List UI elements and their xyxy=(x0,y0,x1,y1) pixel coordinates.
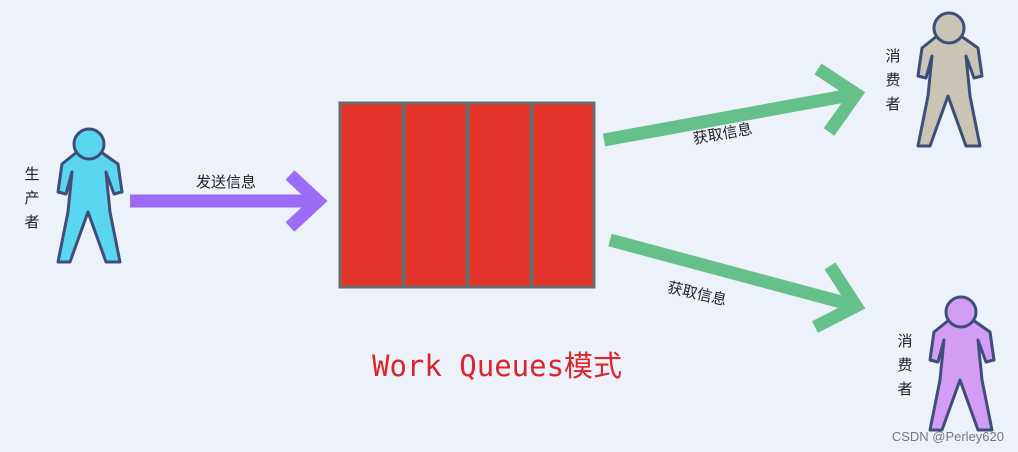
diagram-title: Work Queues模式 xyxy=(372,349,623,383)
fetch-arrow-upper xyxy=(602,63,866,147)
producer-figure xyxy=(56,127,124,264)
queue-slot xyxy=(338,101,405,289)
producer-label: 生 产 者 xyxy=(24,165,40,231)
queue-slot xyxy=(530,101,596,289)
send-edge-label: 发送信息 xyxy=(196,173,257,191)
consumer-figure-1 xyxy=(916,11,984,148)
consumer-label-1: 消 费 者 xyxy=(885,47,901,113)
consumer-figure-2 xyxy=(928,295,996,432)
consumer-label-2: 消 费 者 xyxy=(897,332,913,398)
send-arrow xyxy=(130,170,328,232)
fetch-arrow-lower xyxy=(608,233,866,333)
message-queue xyxy=(338,101,596,289)
credit-text: CSDN @Perley620 xyxy=(891,429,1004,444)
queue-slot xyxy=(402,101,469,289)
queue-slot xyxy=(466,101,533,289)
